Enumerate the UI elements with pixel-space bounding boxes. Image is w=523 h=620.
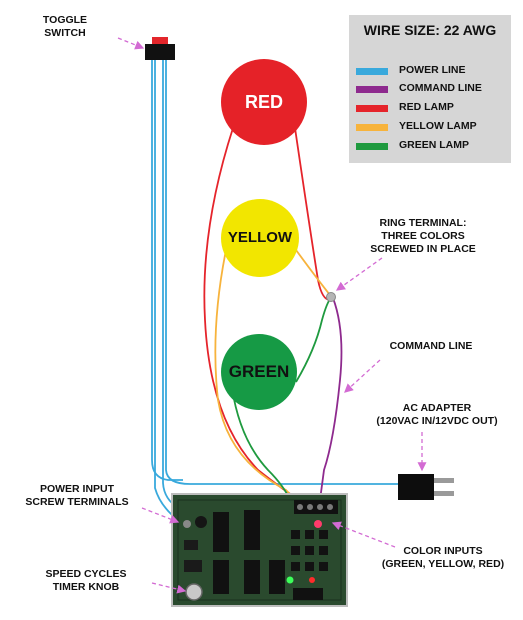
color-inputs-label: COLOR INPUTS (GREEN, YELLOW, RED) [370, 545, 516, 571]
callout-line: COMMAND LINE [389, 340, 473, 352]
command-line-wire [319, 297, 343, 501]
wire-legend: WIRE SIZE: 22 AWG POWER LINE COMMAND LIN… [349, 15, 511, 163]
toggle-switch-label: TOGGLE SWITCH [30, 14, 100, 40]
yellow-lamp-label: YELLOW [227, 229, 293, 246]
green-lamp-label: GREEN [228, 362, 290, 381]
legend-item-label: POWER LINE [399, 64, 466, 76]
yellow-lamp-wires [214, 249, 331, 501]
legend-swatch [356, 124, 388, 131]
legend-swatch [356, 68, 388, 75]
callout-line: SPEED CYCLES [45, 568, 127, 580]
green-lamp [221, 334, 297, 410]
legend-title: WIRE SIZE: 22 AWG [363, 22, 497, 38]
toggle-switch[interactable] [145, 37, 175, 60]
legend-swatch [356, 105, 388, 112]
legend-swatch [356, 143, 388, 150]
timer-knob[interactable] [185, 583, 203, 601]
power-input-label: POWER INPUT SCREW TERMINALS [12, 483, 142, 509]
ring-terminal [326, 292, 336, 302]
red-lamp-label: RED [244, 92, 283, 112]
red-lamp [221, 59, 307, 145]
legend-item-label: GREEN LAMP [399, 139, 470, 151]
legend-item-label: COMMAND LINE [399, 82, 482, 94]
command-line-label: COMMAND LINE [376, 340, 486, 353]
ac-adapter [398, 474, 454, 500]
callout-arrows [117, 37, 427, 594]
ac-adapter-label: AC ADAPTER (120VAC IN/12VDC OUT) [362, 402, 512, 428]
legend-swatch [356, 86, 388, 93]
command-line-arrow [344, 359, 381, 393]
red-lamp-wires [203, 127, 331, 501]
callout-line: POWER INPUT [39, 483, 115, 495]
callout-line: THREE COLORS [381, 230, 465, 242]
callout-line: COLOR INPUTS [403, 545, 483, 557]
legend-item-label: RED LAMP [399, 101, 454, 113]
callout-line: RING TERMINAL: [379, 217, 467, 229]
callout-line: TOGGLE [42, 14, 88, 26]
switch-body [145, 44, 175, 60]
controller-board [171, 493, 348, 607]
callout-line: SWITCH [44, 27, 86, 39]
callout-line: SCREWED IN PLACE [370, 243, 476, 255]
switch-button[interactable] [152, 37, 168, 45]
yellow-lamp [221, 199, 299, 277]
toggle-switch-arrow [117, 37, 145, 50]
ring-terminal-label: RING TERMINAL: THREE COLORS SCREWED IN P… [358, 217, 488, 256]
callout-line: (120VAC IN/12VDC OUT) [376, 415, 498, 427]
ring-terminal-arrow [335, 257, 383, 291]
callout-line: AC ADAPTER [402, 402, 472, 414]
legend-item-label: YELLOW LAMP [399, 120, 477, 132]
green-lamp-wires [231, 297, 332, 501]
callout-line: (GREEN, YELLOW, RED) [381, 558, 505, 570]
callout-line: SCREW TERMINALS [25, 496, 129, 508]
speed-cycles-arrow [151, 582, 187, 594]
speed-cycles-label: SPEED CYCLES TIMER KNOB [26, 568, 146, 594]
callout-line: TIMER KNOB [52, 581, 120, 593]
